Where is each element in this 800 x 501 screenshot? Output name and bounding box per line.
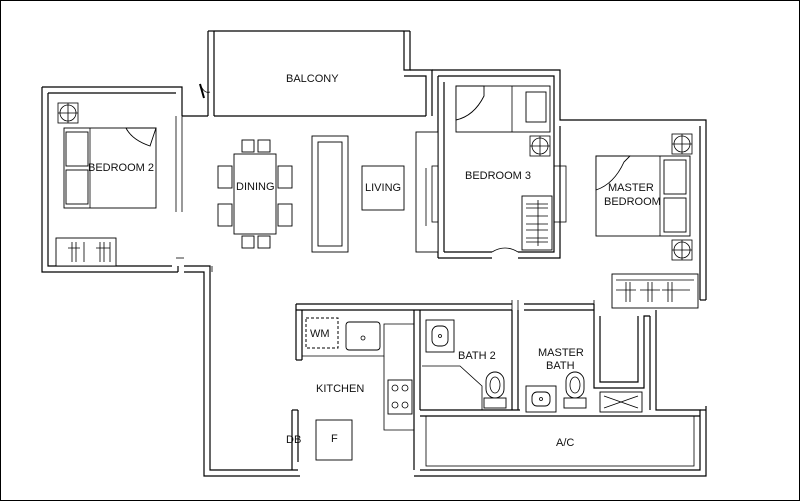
master-bath-shower-tray <box>599 391 643 413</box>
kitchen-label: KITCHEN <box>316 383 364 395</box>
bedroom-2-wardrobe <box>55 237 117 267</box>
master-bedroom-label-line2: BEDROOM <box>604 196 661 208</box>
master-bedroom-lamp-bottom-icon <box>671 239 693 261</box>
living-sofa <box>311 135 349 253</box>
bedroom-3-door-swing <box>491 247 519 253</box>
corridor-wall-marks <box>511 300 595 310</box>
bath-2-toilet-icon <box>483 371 507 409</box>
db-label: DB <box>286 434 301 446</box>
bedroom-3-bed <box>455 85 551 133</box>
bedroom-2-bed <box>63 127 157 209</box>
living-tv-console <box>415 131 439 253</box>
washing-machine <box>305 317 339 349</box>
bedroom-2-lamp-icon <box>57 102 79 124</box>
ac-label: A/C <box>556 437 574 449</box>
bedroom-3-window <box>559 165 567 223</box>
master-bedroom-lamp-top-icon <box>671 133 693 155</box>
master-bath-sink <box>525 385 557 413</box>
master-bath-label-line1: MASTER <box>538 347 584 359</box>
bedroom-3-lamp-icon <box>529 135 551 157</box>
master-bedroom-label-line1: MASTER <box>608 182 654 194</box>
kitchen-counter <box>302 321 414 431</box>
stove-icon <box>387 379 413 415</box>
living-coffee-table <box>361 165 405 211</box>
bedroom-3-wardrobe <box>521 195 553 251</box>
bath-2-shower-line <box>422 365 483 410</box>
living-window-right <box>431 165 439 223</box>
master-bath-label-line2: BATH <box>546 360 575 372</box>
bath-2-sink <box>425 319 455 353</box>
ac-ledge <box>425 415 695 467</box>
door-swing-icon <box>199 83 211 99</box>
fridge <box>315 419 353 461</box>
dining-label: DINING <box>236 181 275 193</box>
washing-machine-label: WM <box>310 328 330 340</box>
master-bedroom-wardrobe <box>611 273 699 309</box>
bath-2-label: BATH 2 <box>458 350 496 362</box>
bedroom-2-label: BEDROOM 2 <box>88 162 154 174</box>
master-bedroom-window-left <box>553 165 561 223</box>
fridge-label: F <box>331 433 338 445</box>
living-label: LIVING <box>365 182 401 194</box>
dining-table <box>217 139 293 249</box>
exterior-walls <box>41 30 707 477</box>
bedroom-3-label: BEDROOM 3 <box>465 170 531 182</box>
master-bath-toilet-icon <box>563 371 587 409</box>
balcony-label: BALCONY <box>286 73 339 85</box>
master-bedroom-bed <box>595 155 691 237</box>
